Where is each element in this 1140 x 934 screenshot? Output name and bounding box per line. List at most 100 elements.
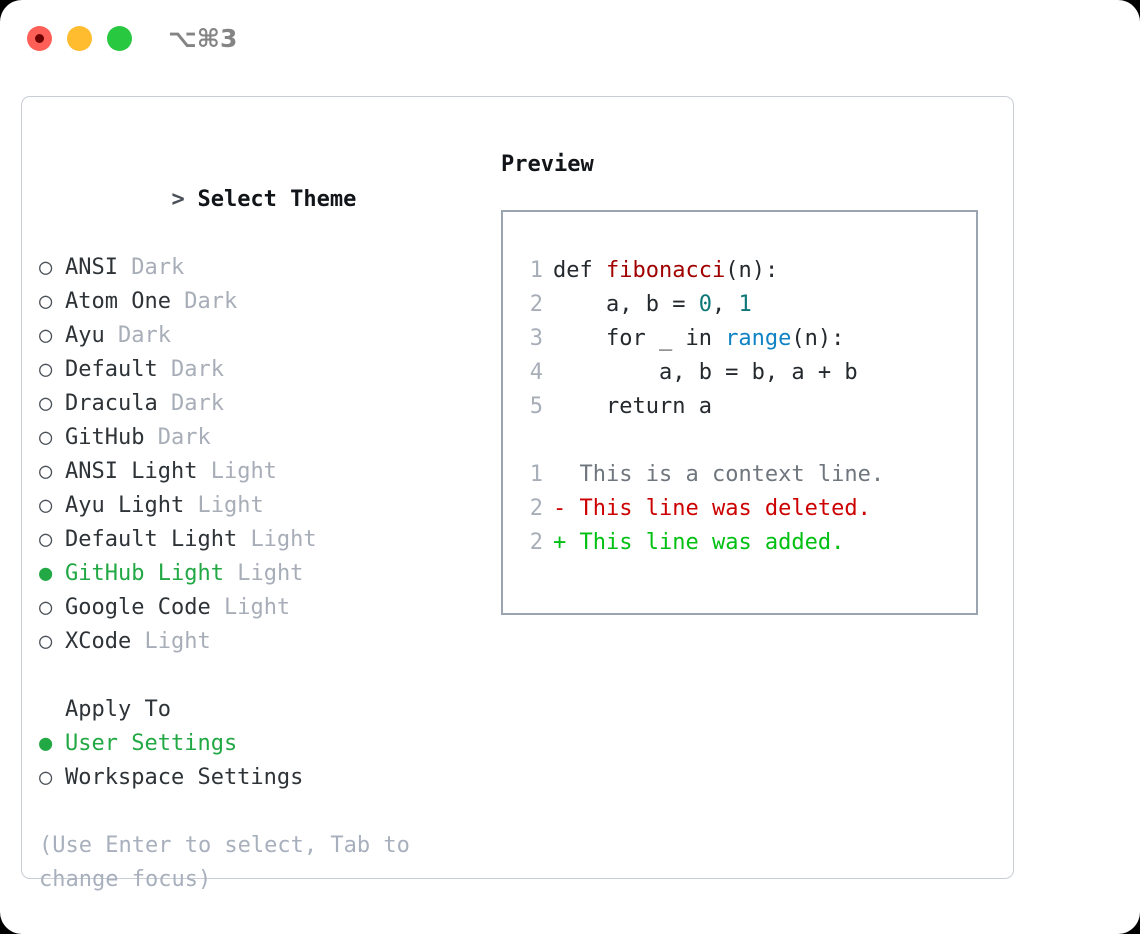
theme-option-label: Ayu Light xyxy=(65,493,185,518)
apply-to-option-workspace-settings[interactable]: ○ Workspace Settings xyxy=(39,761,489,795)
diff-sign xyxy=(553,462,580,487)
radio-unselected-icon: ○ xyxy=(39,595,53,620)
diff-line-context: 1 This is a context line. xyxy=(503,458,976,492)
theme-variant-badge: Light xyxy=(197,493,264,518)
radio-unselected-icon: ○ xyxy=(39,255,53,280)
theme-variant-badge: Dark xyxy=(157,425,211,450)
theme-option-label: Atom One xyxy=(65,289,171,314)
theme-variant-badge: Light xyxy=(144,629,211,654)
theme-variant-badge: Light xyxy=(237,561,304,586)
section-spacer xyxy=(39,659,489,693)
theme-variant-badge: Dark xyxy=(170,391,224,416)
diff-sample: 1 This is a context line.2- This line wa… xyxy=(503,458,976,560)
maximize-button[interactable] xyxy=(107,26,132,51)
keyboard-shortcut-label: ⌥⌘3 xyxy=(168,24,238,53)
theme-option-default[interactable]: ○Default Dark xyxy=(39,353,489,387)
theme-option-atom-one[interactable]: ○ Atom One Dark xyxy=(39,285,489,319)
theme-option-label: XCode xyxy=(65,629,132,654)
code-token-num: 1 xyxy=(738,292,752,317)
theme-option-github[interactable]: ○ GitHub Dark xyxy=(39,421,489,455)
radio-unselected-icon: ○ xyxy=(39,425,53,450)
theme-option-label: ANSI Light xyxy=(65,459,198,484)
keyboard-hint-text: (Use Enter to select, Tab to change focu… xyxy=(39,833,410,892)
theme-variant-badge: Dark xyxy=(184,289,238,314)
select-theme-heading: > Select Theme xyxy=(39,149,489,251)
theme-option-ansi[interactable]: ○ ANSI Dark xyxy=(39,251,489,285)
line-number: 2 xyxy=(529,530,543,555)
apply-to-heading: Apply To xyxy=(65,697,171,722)
line-number: 2 xyxy=(529,496,543,521)
apply-to-option-label: Workspace Settings xyxy=(65,765,304,790)
preview-title: Preview xyxy=(501,152,594,177)
apply-to-list: ● User Settings ○ Workspace Settings xyxy=(39,727,489,795)
diff-line-del: 2- This line was deleted. xyxy=(503,492,976,526)
code-token-plain: a, b = xyxy=(553,292,699,317)
radio-unselected-icon: ○ xyxy=(39,391,53,416)
code-line: 4 a, b = b, a + b xyxy=(503,356,976,390)
theme-option-label: Ayu xyxy=(65,323,105,348)
radio-unselected-icon: ○ xyxy=(39,493,53,518)
code-token-num: 0 xyxy=(698,292,712,317)
theme-option-label: GitHub xyxy=(65,425,145,450)
line-number: 2 xyxy=(529,292,543,317)
theme-variant-badge: Light xyxy=(223,595,291,620)
close-button[interactable] xyxy=(27,26,52,51)
radio-unselected-icon: ○ xyxy=(39,527,53,552)
theme-option-dracula[interactable]: ○ Dracula Dark xyxy=(39,387,489,421)
code-line: 2 a, b = 0, 1 xyxy=(503,288,976,322)
theme-option-label: GitHub Light xyxy=(65,561,224,586)
radio-unselected-icon: ○ xyxy=(39,765,53,790)
line-number: 1 xyxy=(529,258,543,283)
code-token-plain: , xyxy=(711,292,739,317)
radio-selected-icon: ● xyxy=(39,561,53,586)
code-token-plain: def xyxy=(553,258,606,283)
select-theme-heading-label: Select Theme xyxy=(197,187,357,212)
code-token-builtin: range xyxy=(725,326,792,351)
theme-option-label: Default xyxy=(65,357,158,382)
code-token-plain: (n): xyxy=(725,258,779,283)
window-controls xyxy=(27,26,132,51)
theme-list: ○ANSI Dark○Atom One Dark○Ayu Dark○Defaul… xyxy=(39,251,489,659)
title-bar: ⌥⌘3 xyxy=(0,0,1140,78)
theme-variant-badge: Dark xyxy=(170,357,224,382)
line-number: 5 xyxy=(529,394,543,419)
theme-option-label: Dracula xyxy=(65,391,158,416)
diff-text: This is a context line. xyxy=(579,462,885,487)
apply-to-option-user-settings[interactable]: ● User Settings xyxy=(39,727,489,761)
radio-unselected-icon: ○ xyxy=(39,289,53,314)
theme-option-ayu-light[interactable]: ○ Ayu Light Light xyxy=(39,489,489,523)
code-token-plain: return a xyxy=(553,394,712,419)
radio-unselected-icon: ○ xyxy=(39,323,53,348)
theme-picker-card: > Select Theme ○ ANSI Dark ○ Atom One Dark ○ A… xyxy=(21,96,1014,892)
theme-option-label: Default Light xyxy=(65,527,238,552)
line-number: 4 xyxy=(529,360,543,385)
code-token-plain: for _ in xyxy=(553,326,726,351)
theme-selection-panel: > Select Theme ○ ANSI Dark ○ Atom One Dark ○ A… xyxy=(39,149,489,897)
prompt-caret-icon: > xyxy=(171,187,185,212)
preview-gap xyxy=(503,424,976,458)
radio-unselected-icon: ○ xyxy=(39,459,53,484)
theme-option-github-light[interactable]: ● GitHub Light Light xyxy=(39,557,489,591)
theme-option-xcode[interactable]: ○ XCode Light xyxy=(39,625,489,659)
line-number: 1 xyxy=(529,462,543,487)
radio-unselected-icon: ○ xyxy=(39,629,53,654)
radio-selected-icon: ● xyxy=(39,731,53,756)
diff-text: This line was added. xyxy=(579,530,845,555)
diff-line-add: 2+ This line was added. xyxy=(503,526,976,560)
theme-variant-badge: Light xyxy=(210,459,277,484)
theme-variant-badge: Light xyxy=(250,527,317,552)
minimize-button[interactable] xyxy=(67,26,92,51)
theme-option-label: Google Code xyxy=(65,595,211,620)
apply-to-option-label: User Settings xyxy=(65,731,238,756)
theme-option-ansi-light[interactable]: ○ ANSI Light Light xyxy=(39,455,489,489)
theme-option-label: ANSI xyxy=(65,255,118,280)
code-token-plain: (n): xyxy=(791,326,845,351)
theme-variant-badge: Dark xyxy=(131,255,185,280)
theme-option-ayu[interactable]: ○Ayu Dark xyxy=(39,319,489,353)
theme-option-google-code[interactable]: ○ Google Code Light xyxy=(39,591,489,625)
theme-option-default-light[interactable]: ○ Default Light Light xyxy=(39,523,489,557)
